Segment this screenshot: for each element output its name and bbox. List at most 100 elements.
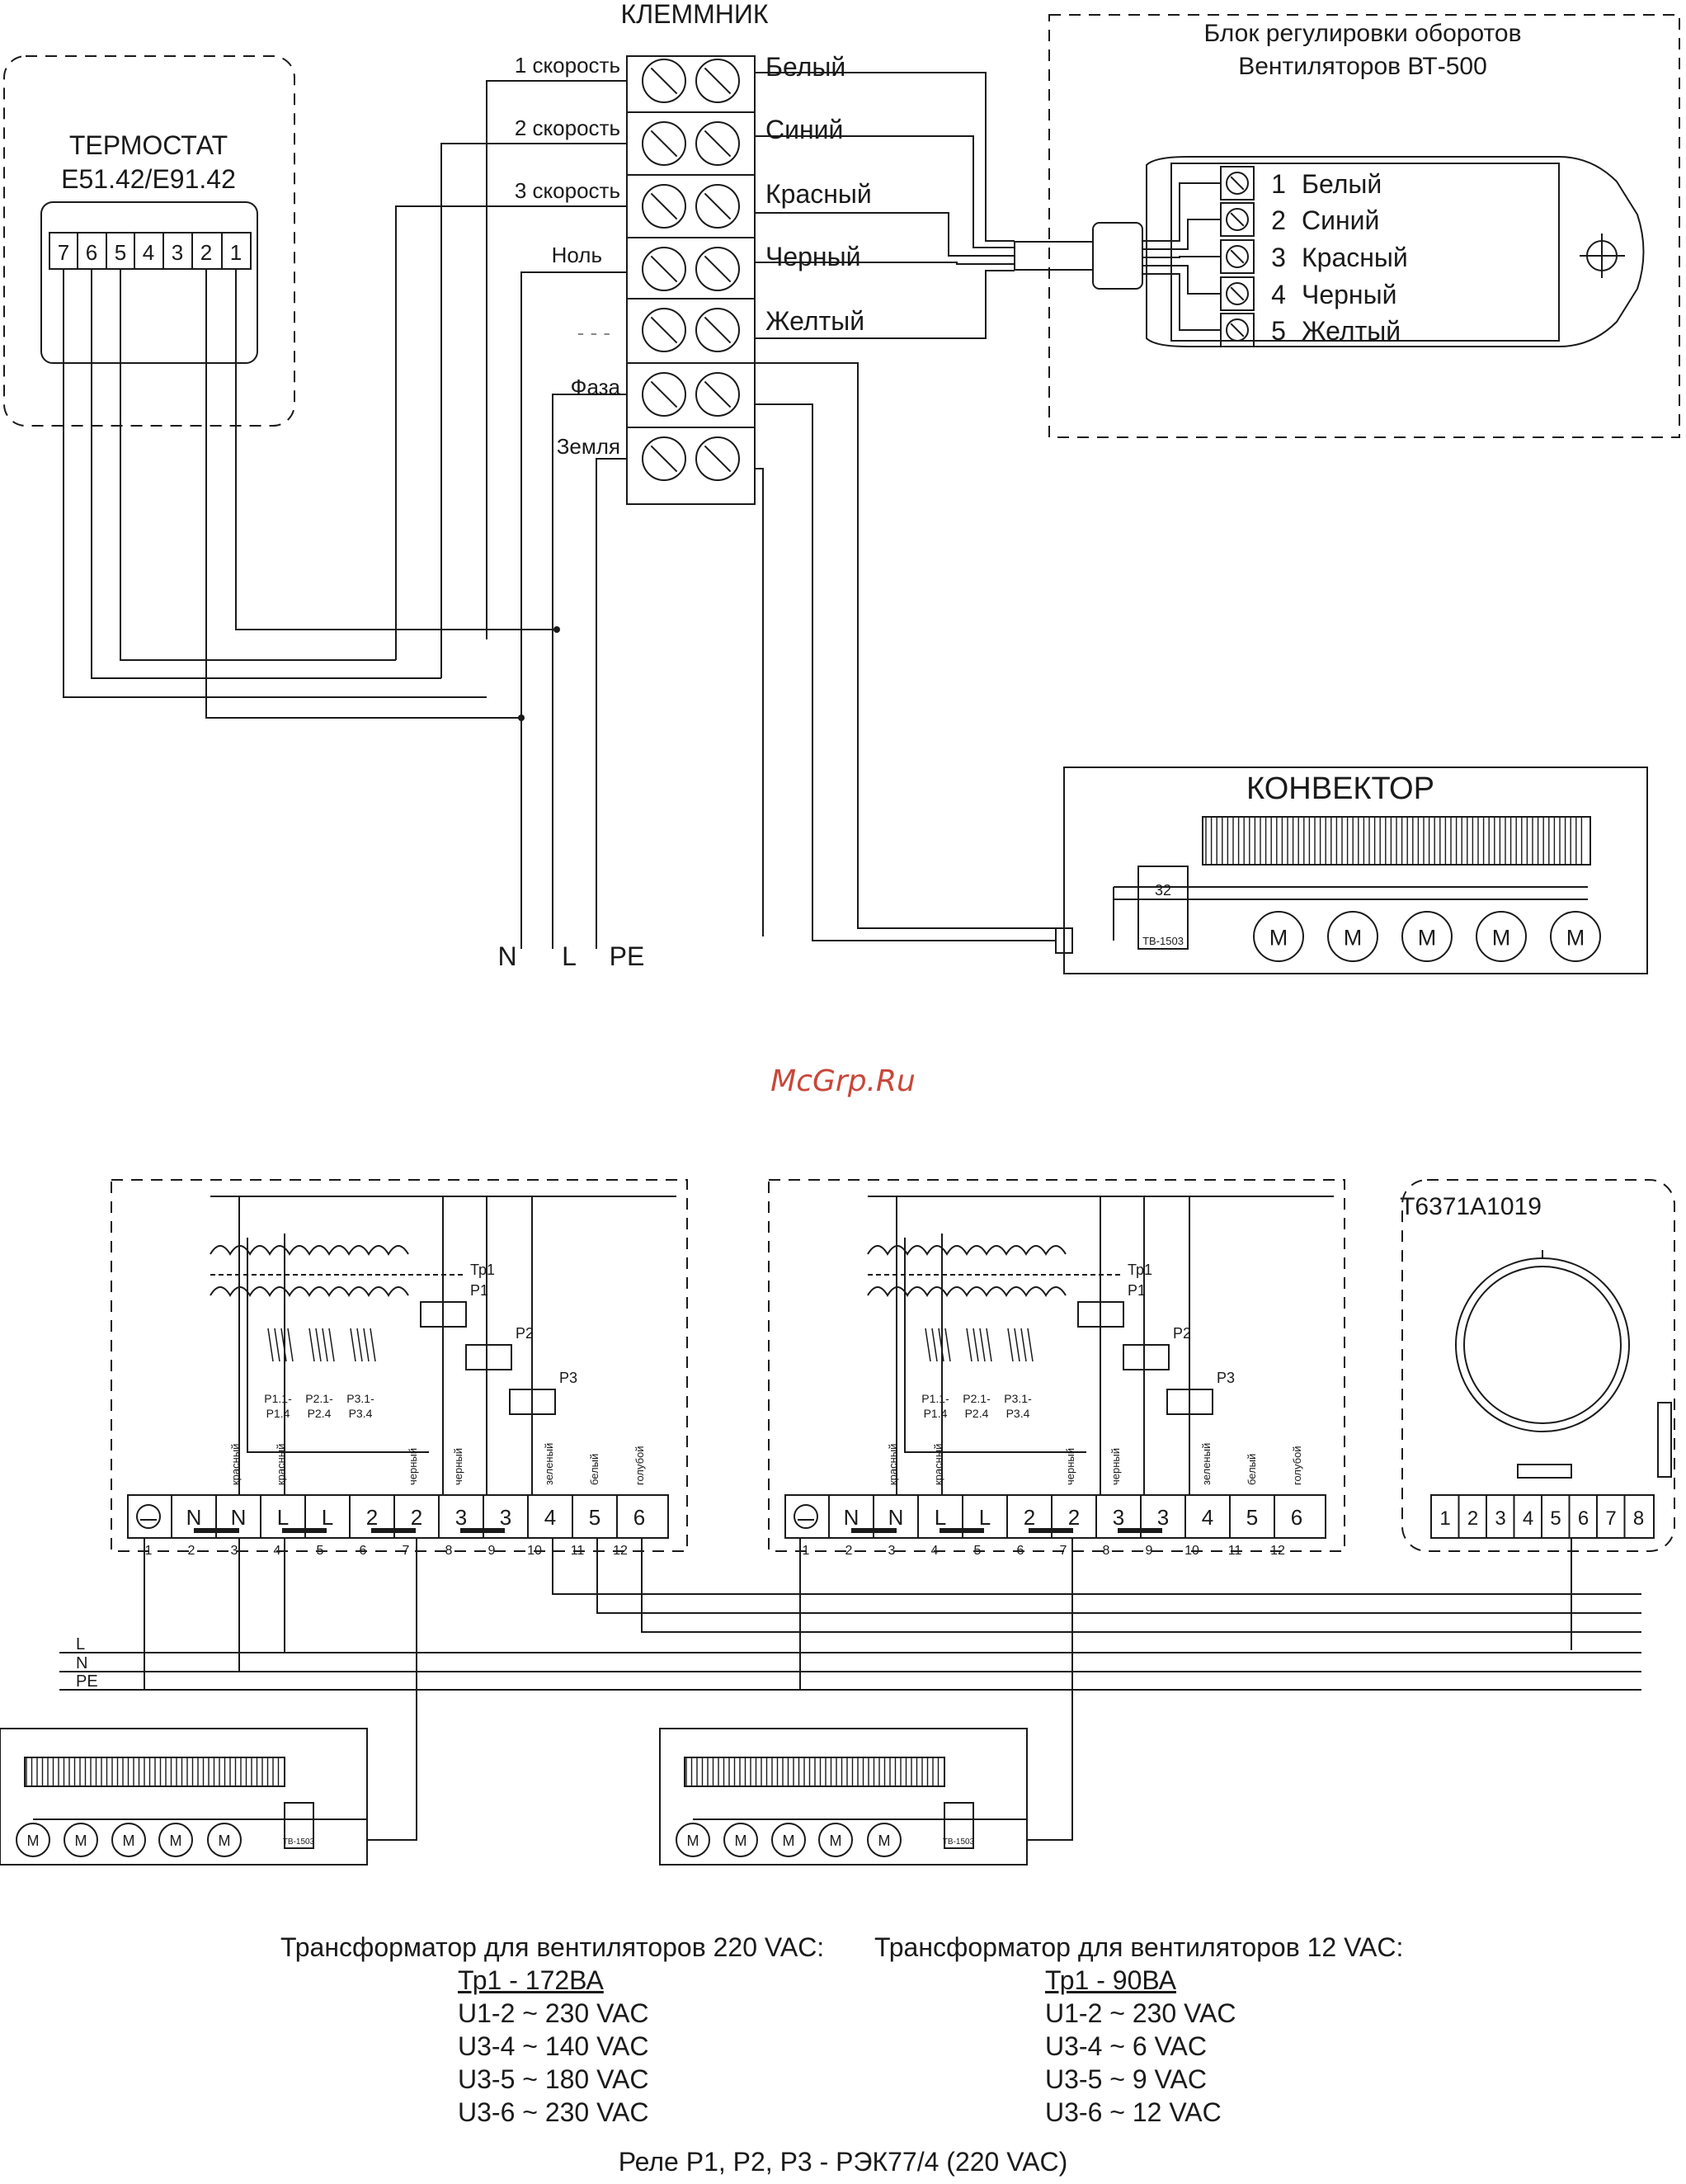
relay-coil bbox=[509, 1389, 556, 1415]
motor-symbol bbox=[158, 1823, 193, 1857]
motor-label: M bbox=[1418, 926, 1437, 950]
relay-contact bbox=[1014, 1328, 1020, 1362]
speed-unit-terminal-label: Красный bbox=[1302, 243, 1408, 272]
speed-unit-terminal-number: 1 bbox=[1271, 169, 1286, 199]
relay-contact bbox=[938, 1328, 944, 1362]
relay-coil bbox=[420, 1301, 467, 1328]
lower-convector-left bbox=[0, 1728, 368, 1866]
convector-fuse-box bbox=[1137, 866, 1189, 950]
thermostat-terminal-label: 6 bbox=[86, 240, 97, 265]
screw-terminal bbox=[695, 247, 740, 291]
wire-color-label: черный bbox=[452, 1448, 464, 1485]
motor-symbol bbox=[1401, 911, 1453, 962]
thermostat-terminal-strip bbox=[49, 232, 252, 270]
controller-bottom-number: 11 bbox=[571, 1544, 585, 1558]
controller-bottom-number: 10 bbox=[527, 1544, 542, 1558]
screw-slot bbox=[704, 67, 732, 95]
controller-bottom-number: 8 bbox=[445, 1544, 453, 1558]
speed-unit-terminal-number: 3 bbox=[1271, 243, 1286, 272]
controller-bottom-number: 9 bbox=[1146, 1544, 1153, 1558]
thermostat-terminal-label: 1 bbox=[230, 240, 242, 265]
screw-terminal bbox=[642, 308, 686, 352]
convector-fuse-label: ТВ-1503 bbox=[1142, 935, 1184, 947]
notes-right-line: U3-4 ~ 6 VAC bbox=[1045, 2031, 1207, 2061]
screw-slot bbox=[704, 316, 732, 344]
controller-bottom-number: 9 bbox=[488, 1544, 496, 1558]
controller-terminal-label: L bbox=[979, 1505, 991, 1530]
watermark: McGrp.Ru bbox=[770, 1064, 916, 1098]
speed-unit-terminal-number: 4 bbox=[1271, 280, 1286, 309]
controller-bottom-number: 6 bbox=[360, 1544, 367, 1558]
bus-label: PE bbox=[76, 1672, 98, 1691]
motor-symbol bbox=[818, 1823, 853, 1857]
relay-contact bbox=[979, 1328, 986, 1362]
wire-color-label: зеленый bbox=[1200, 1443, 1213, 1485]
ground-icon bbox=[794, 1504, 818, 1529]
screw-terminal bbox=[695, 308, 740, 352]
relay-contact bbox=[274, 1328, 280, 1362]
wire-color-label: голубой bbox=[1291, 1446, 1303, 1485]
thermostat-terminal-label: 2 bbox=[200, 240, 212, 265]
wire-color-label: красный bbox=[887, 1444, 899, 1485]
controller-bottom-number: 6 bbox=[1017, 1544, 1024, 1558]
controller-terminal-label: 3 bbox=[455, 1505, 467, 1530]
controller-terminal-label: 2 bbox=[366, 1505, 378, 1530]
terminal-block-right-label: Синий bbox=[765, 115, 843, 144]
relay-contact bbox=[966, 1328, 973, 1362]
screw-slot bbox=[650, 130, 678, 158]
screw-slot bbox=[1230, 286, 1245, 301]
terminal-block-right-label: Красный bbox=[765, 179, 872, 209]
relay-coil bbox=[465, 1344, 512, 1370]
terminal-block-left-label: Фаза bbox=[571, 375, 621, 399]
wire-color-label: белый bbox=[588, 1454, 600, 1485]
wire-color-label: зеленый bbox=[543, 1443, 555, 1485]
terminal-block-title: КЛЕММНИК bbox=[620, 0, 768, 29]
notes-left: Трансформатор для вентиляторов 220 VAC: … bbox=[280, 1931, 824, 2129]
controller-bottom-number: 1 bbox=[803, 1544, 810, 1558]
notes-right-line: U1-2 ~ 230 VAC bbox=[1045, 1998, 1236, 2028]
screw-terminal bbox=[695, 121, 740, 166]
bus-label: L bbox=[76, 1635, 85, 1653]
motor-label: M bbox=[170, 1833, 182, 1849]
terminal-block-left-label: Ноль bbox=[552, 243, 602, 267]
controller-bottom-number: 7 bbox=[1060, 1544, 1067, 1558]
controller-terminal-label: 4 bbox=[544, 1505, 556, 1530]
relay-contact bbox=[1007, 1328, 1014, 1362]
junction-dot bbox=[518, 715, 525, 721]
thermostat-terminal-label: 4 bbox=[143, 240, 154, 265]
bus-label: N bbox=[76, 1654, 87, 1672]
terminal-block-right-label: Белый bbox=[765, 52, 845, 82]
thermostat-terminal-label: 5 bbox=[115, 240, 126, 265]
controller-bottom-number: 2 bbox=[188, 1544, 195, 1558]
controller-terminal-strip-left bbox=[127, 1494, 669, 1539]
room-thermostat-terminal-label: 7 bbox=[1605, 1507, 1616, 1530]
motor-label: M bbox=[123, 1833, 135, 1849]
wire-color-label: черный bbox=[1109, 1448, 1122, 1485]
motor-label: M bbox=[75, 1833, 87, 1849]
room-thermostat-terminal-label: 6 bbox=[1578, 1507, 1589, 1530]
lower-convector-fuse-label: ТВ-1503 bbox=[943, 1837, 975, 1847]
lower-convector-right bbox=[659, 1728, 1028, 1866]
convector-frame bbox=[1063, 767, 1648, 974]
terminal-block-body bbox=[626, 55, 756, 505]
motor-label: M bbox=[1269, 926, 1288, 950]
screw-slot bbox=[650, 316, 678, 344]
relay-contact bbox=[363, 1328, 370, 1362]
motor-symbol bbox=[207, 1823, 242, 1857]
power-label: PE bbox=[610, 941, 645, 971]
controller-terminal-label: L bbox=[277, 1505, 289, 1530]
thermostat-model: E51.42/E91.42 bbox=[61, 164, 236, 194]
cable-gland bbox=[1092, 222, 1143, 290]
screw-slot bbox=[1230, 212, 1245, 227]
relay-contact bbox=[944, 1328, 951, 1362]
cable-sleeve bbox=[1014, 241, 1094, 271]
relay-coil bbox=[1077, 1301, 1124, 1328]
relay-contact-label: P1.1- bbox=[264, 1392, 292, 1405]
terminal-block-left-label: 3 скорость bbox=[515, 178, 620, 203]
terminal-block-right-label: Желтый bbox=[765, 306, 864, 336]
terminal-block-left-label: Земля bbox=[557, 434, 620, 459]
relay-contact-label: P3.4 bbox=[1006, 1407, 1030, 1420]
motor-symbol bbox=[1476, 911, 1527, 962]
speed-unit-terminal-frame bbox=[1170, 163, 1560, 342]
room-thermostat-terminal-label: 8 bbox=[1633, 1507, 1644, 1530]
